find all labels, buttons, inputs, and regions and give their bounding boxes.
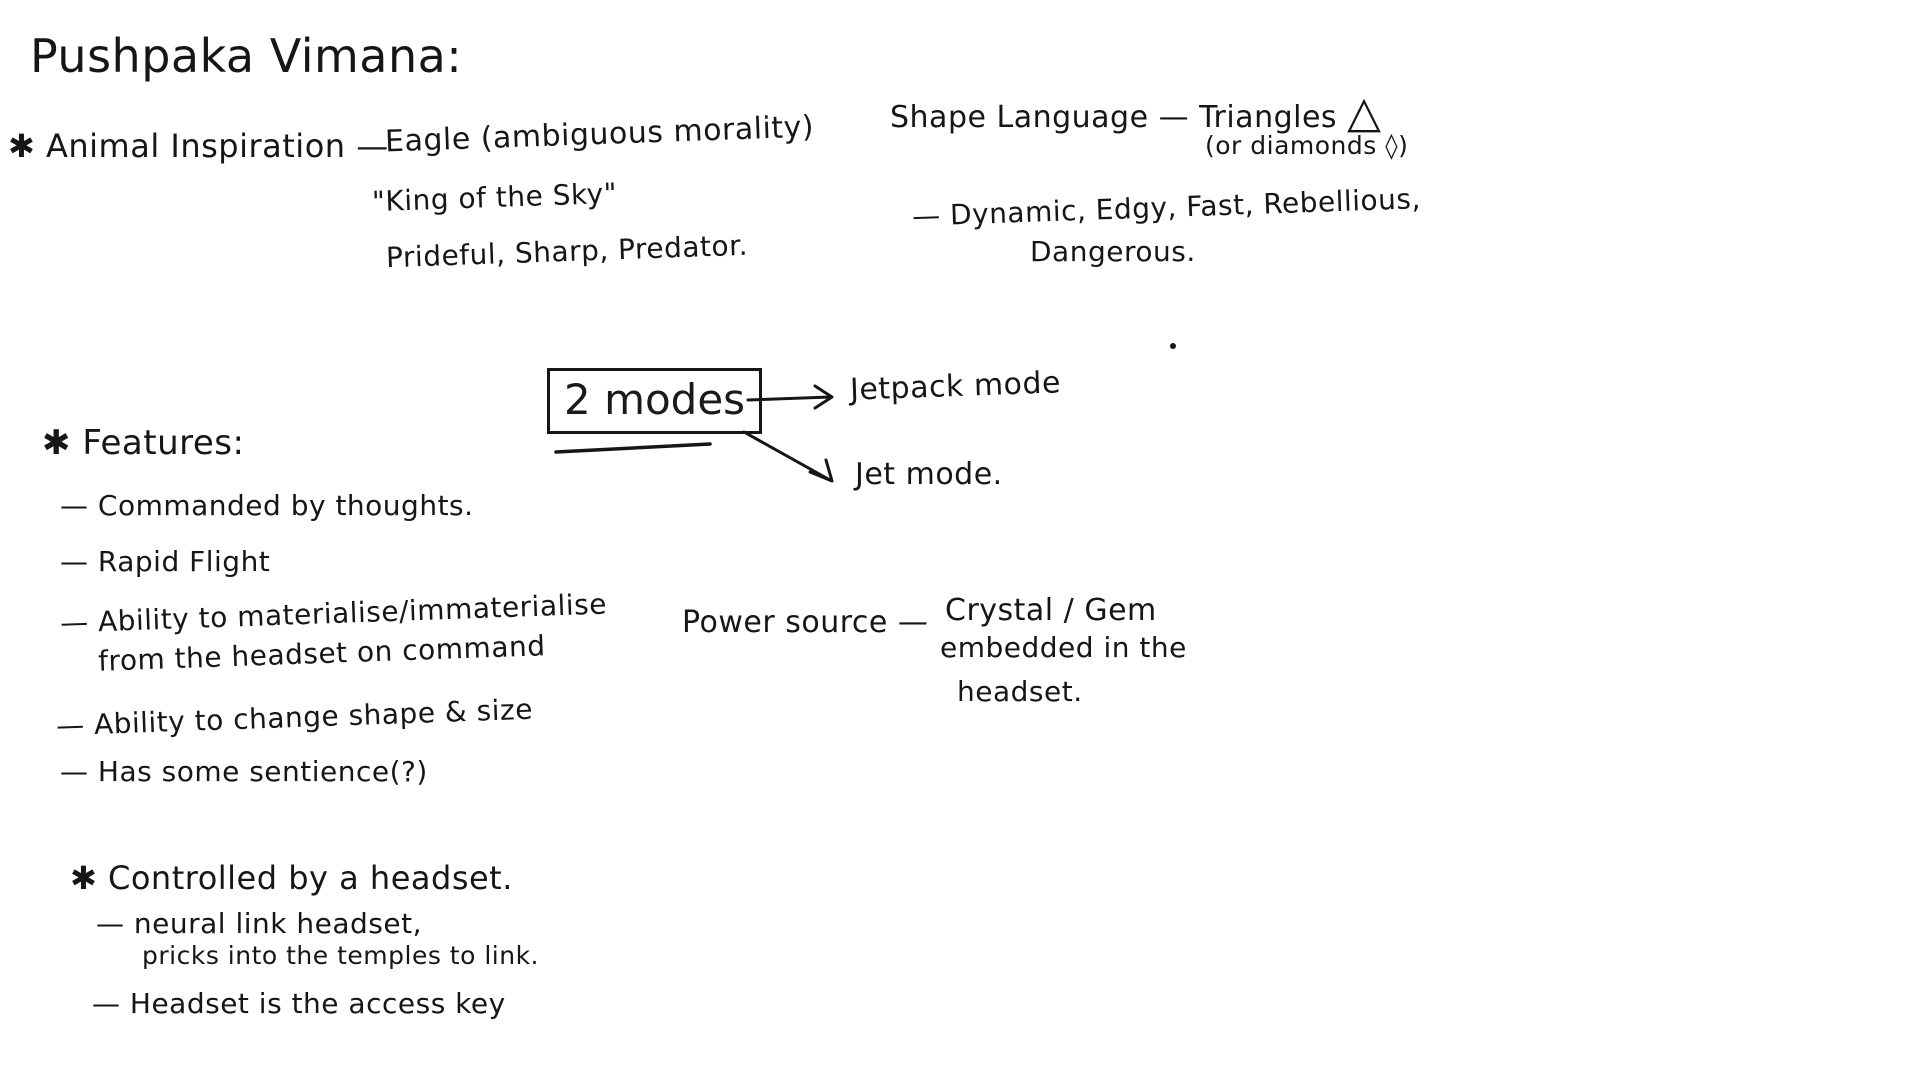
star-icon: ✱: [8, 127, 36, 165]
feature-item-thoughts: — Commanded by thoughts.: [60, 489, 474, 522]
star-icon: ✱: [70, 859, 98, 897]
headset-header: Controlled by a headset.: [107, 859, 513, 897]
features-header-row: ✱ Features:: [42, 423, 245, 463]
power-headset-text: headset.: [957, 675, 1083, 708]
feature-item-flight: — Rapid Flight: [60, 545, 271, 578]
shape-diamonds-text: (or diamonds ◊): [1205, 131, 1409, 160]
arrow-to-jetpack-head: [813, 384, 834, 410]
headset-item-neural-link-continued: pricks into the temples to link.: [142, 941, 540, 970]
shape-language-row: Shape Language — Triangles △: [890, 87, 1382, 139]
star-icon: ✱: [42, 423, 71, 463]
animal-inspiration-row: ✱ Animal Inspiration —: [8, 128, 389, 165]
power-embedded-text: embedded in the: [940, 631, 1187, 664]
modes-box-underline: [554, 442, 712, 454]
triangle-icon: △: [1347, 87, 1382, 138]
headset-item-neural-link: — neural link headset,: [96, 907, 422, 940]
shape-traits-continued: Dangerous.: [1030, 235, 1196, 268]
power-crystal-text: Crystal / Gem: [945, 593, 1157, 628]
headset-item-access-key: — Headset is the access key: [92, 987, 506, 1020]
shape-language-label: Shape Language — Triangles: [890, 100, 1338, 135]
feature-item-sentience: — Has some sentience(?): [60, 755, 428, 788]
arrow-to-jetpack: [746, 395, 832, 402]
headset-header-row: ✱ Controlled by a headset.: [70, 860, 513, 897]
page-title: Pushpaka Vimana:: [30, 29, 463, 83]
arrow-to-jet-head: [808, 458, 834, 483]
arrow-to-jet: [742, 430, 832, 482]
modes-box: 2 modes: [547, 368, 763, 434]
stray-dot: [1170, 343, 1176, 349]
features-header: Features:: [82, 423, 245, 463]
animal-inspiration-label: Animal Inspiration —: [45, 127, 389, 165]
power-source-label: Power source —: [682, 605, 929, 640]
mode-jet-text: Jet mode.: [855, 457, 1003, 492]
